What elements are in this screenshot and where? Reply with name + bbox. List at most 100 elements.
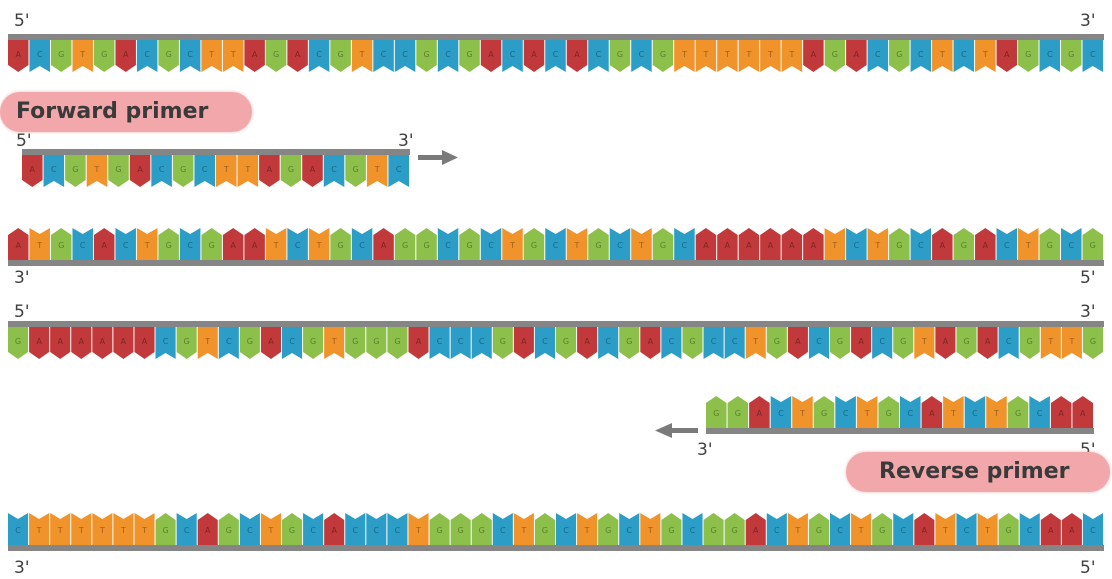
base-g (345, 155, 366, 187)
base-c (1029, 396, 1050, 428)
base-letter: C (900, 526, 906, 535)
base-t (856, 396, 878, 428)
base-g (766, 327, 787, 359)
base-g (830, 327, 851, 359)
base-letter: G (1068, 50, 1074, 59)
base-letter: A (574, 50, 580, 59)
base-letter: G (886, 409, 892, 418)
base-a (259, 155, 280, 187)
base-g (492, 327, 513, 359)
base-c (179, 228, 201, 260)
base-t (932, 40, 953, 72)
base-a (803, 228, 824, 260)
base-c (136, 40, 158, 72)
base-a (851, 327, 872, 359)
base-c (176, 513, 197, 545)
base-letter: G (352, 337, 358, 346)
base-t (222, 40, 244, 72)
forward-primer-three-prime-label: 3' (398, 131, 414, 151)
base-letter: G (337, 50, 343, 59)
base-letter: C (163, 337, 169, 346)
base-a (129, 155, 151, 187)
base-letter: A (36, 337, 42, 346)
base-letter: C (289, 337, 295, 346)
base-c (724, 327, 745, 359)
base-g (534, 513, 555, 545)
base-c (429, 327, 450, 359)
base-letter: A (416, 337, 422, 346)
base-g (998, 513, 1019, 545)
base-c (1019, 513, 1040, 545)
base-letter: A (16, 241, 22, 250)
base-g (459, 228, 480, 260)
base-letter: C (1090, 50, 1096, 59)
base-letter: G (166, 50, 172, 59)
base-letter: T (681, 50, 687, 59)
base-a (71, 327, 92, 359)
base-letter: C (402, 50, 408, 59)
base-letter: G (605, 526, 611, 535)
base-letter: C (51, 165, 57, 174)
base-letter: G (209, 241, 215, 250)
base-letter: T (950, 409, 956, 418)
base-g (282, 513, 303, 545)
base-letter: G (660, 50, 666, 59)
base-g (330, 228, 351, 260)
base-c (308, 40, 330, 72)
base-c (674, 228, 695, 260)
base-letter: T (268, 526, 274, 535)
base-letter: G (837, 337, 843, 346)
base-t (935, 513, 956, 545)
base-letter: T (359, 50, 365, 59)
base-letter: A (142, 337, 148, 346)
base-a (373, 228, 394, 260)
base-letter: T (520, 526, 526, 535)
base-c (556, 513, 577, 545)
base-letter: A (795, 337, 801, 346)
base-t (792, 396, 813, 428)
base-a (93, 228, 115, 260)
base-letter: A (985, 337, 991, 346)
base-letter: T (942, 526, 948, 535)
base-c (450, 327, 471, 359)
base-t (977, 513, 998, 545)
base-letter: G (961, 241, 967, 250)
backbone (706, 428, 1094, 434)
base-letter: A (1004, 50, 1010, 59)
base-g (1007, 396, 1029, 428)
base-c (964, 396, 986, 428)
base-c (808, 327, 829, 359)
base-letter: T (831, 241, 837, 250)
base-letter: C (247, 526, 253, 535)
base-letter: C (875, 50, 881, 59)
base-g (808, 513, 829, 545)
base-letter: C (682, 241, 688, 250)
base-letter: G (963, 337, 969, 346)
base-a (695, 228, 717, 260)
base-letter: G (595, 241, 601, 250)
base-c (437, 40, 459, 72)
base-letter: C (445, 241, 451, 250)
base-c (998, 327, 1019, 359)
base-a (781, 228, 803, 260)
base-letter: C (961, 50, 967, 59)
base-c (661, 327, 682, 359)
base-g (8, 327, 29, 359)
base-letter: C (918, 241, 924, 250)
base-letter: G (900, 337, 906, 346)
base-letter: A (1080, 409, 1086, 418)
base-g (158, 40, 179, 72)
base-c (351, 228, 373, 260)
base-g (1018, 40, 1039, 72)
base-letter: T (584, 526, 590, 535)
base-letter: C (1006, 337, 1012, 346)
base-letter: T (223, 165, 229, 174)
base-letter: G (879, 526, 885, 535)
base-t (92, 513, 113, 545)
base-c (502, 40, 523, 72)
base-a (803, 40, 824, 72)
base-g (416, 40, 437, 72)
base-g (619, 327, 640, 359)
base-t (943, 396, 964, 428)
